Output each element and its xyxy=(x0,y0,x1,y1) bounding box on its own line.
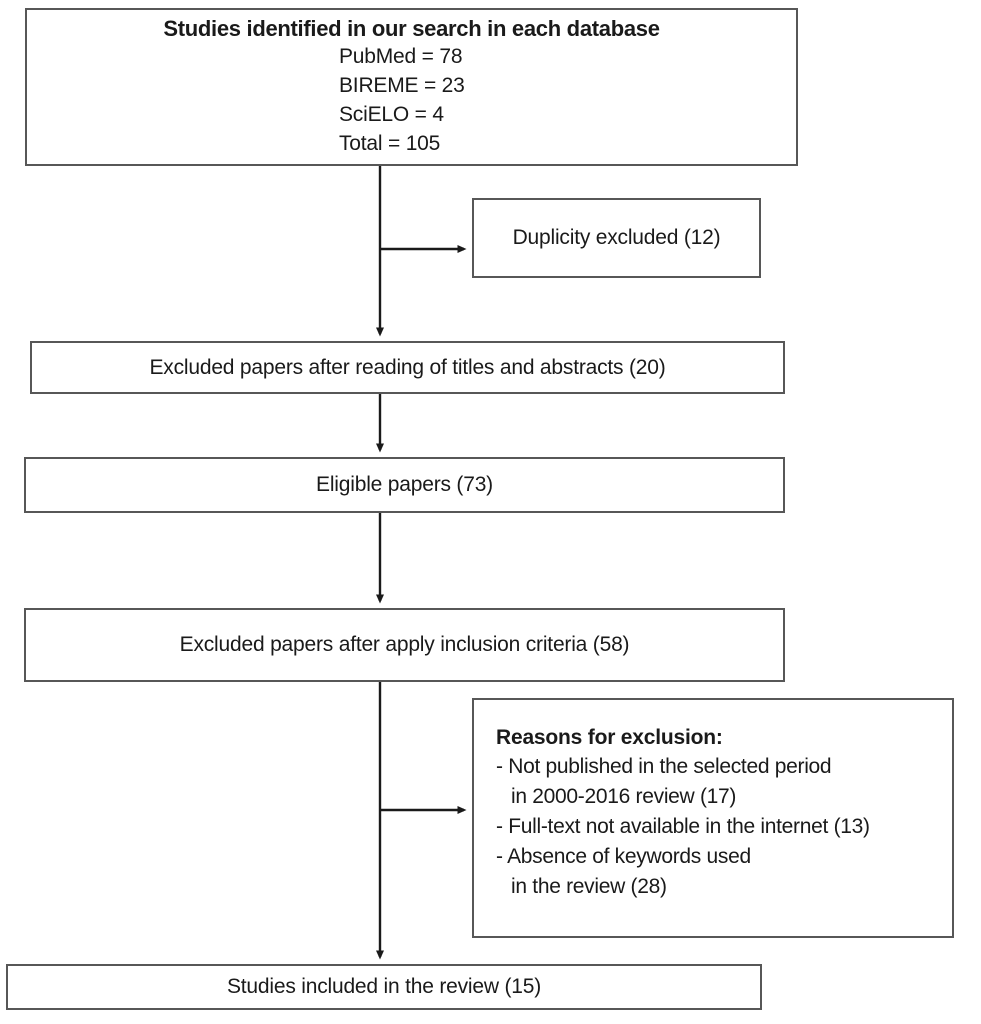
node-duplicity-excluded-label: Duplicity excluded (12) xyxy=(512,226,721,249)
node-excluded-after-reading: Excluded papers after reading of titles … xyxy=(30,341,785,394)
database-counts-list: PubMed = 78 BIREME = 23 SciELO = 4 Total… xyxy=(339,42,539,158)
database-count-pubmed: PubMed = 78 xyxy=(339,45,463,68)
reason-item-period-line2: in 2000-2016 review (17) xyxy=(511,785,737,808)
node-duplicity-excluded: Duplicity excluded (12) xyxy=(472,198,761,278)
node-studies-included: Studies included in the review (15) xyxy=(6,964,762,1010)
node-studies-included-label: Studies included in the review (15) xyxy=(226,975,541,998)
reasons-list: - Not published in the selected period i… xyxy=(496,752,952,902)
node-excluded-after-criteria-label: Excluded papers after apply inclusion cr… xyxy=(179,633,630,656)
node-reasons-for-exclusion: Reasons for exclusion: - Not published i… xyxy=(472,698,954,938)
reason-item-period-line1: - Not published in the selected period xyxy=(496,755,832,778)
node-excluded-after-reading-label: Excluded papers after reading of titles … xyxy=(149,355,666,379)
reason-item-period: - Not published in the selected period i… xyxy=(496,752,952,812)
reasons-title: Reasons for exclusion: xyxy=(496,726,723,749)
node-eligible-papers: Eligible papers (73) xyxy=(24,457,785,513)
reason-item-fulltext: - Full-text not available in the interne… xyxy=(496,812,952,842)
reason-item-fulltext-line1: - Full-text not available in the interne… xyxy=(496,815,870,838)
database-count-scielo: SciELO = 4 xyxy=(339,103,444,126)
node-studies-identified: Studies identified in our search in each… xyxy=(25,8,798,166)
node-excluded-after-criteria: Excluded papers after apply inclusion cr… xyxy=(24,608,785,682)
reason-item-keywords-line2: in the review (28) xyxy=(511,875,667,898)
database-count-bireme: BIREME = 23 xyxy=(339,74,465,97)
reason-item-keywords: - Absence of keywords used in the review… xyxy=(496,842,952,902)
database-count-total: Total = 105 xyxy=(339,132,441,155)
reason-item-keywords-line1: - Absence of keywords used xyxy=(496,845,751,868)
node-eligible-papers-label: Eligible papers (73) xyxy=(316,473,493,496)
node-studies-identified-title: Studies identified in our search in each… xyxy=(163,16,660,41)
